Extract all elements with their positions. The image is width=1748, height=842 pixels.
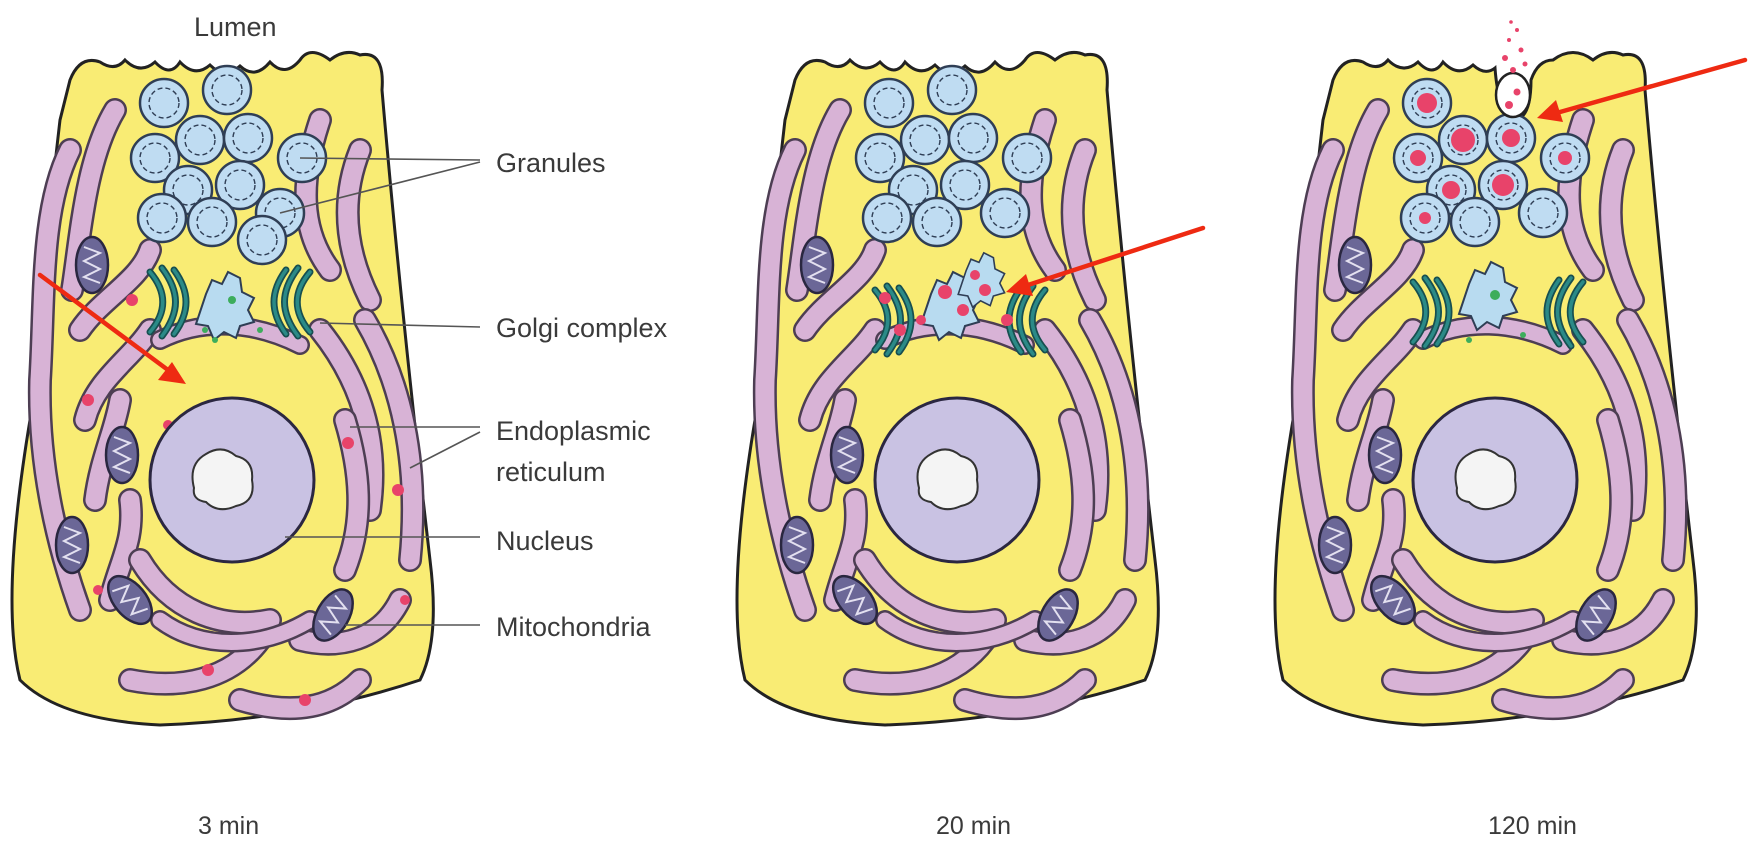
time-label-3: 120 min bbox=[1488, 812, 1577, 840]
panel-3min bbox=[12, 52, 433, 725]
mito-1a bbox=[76, 237, 108, 293]
time-label-2: 20 min bbox=[936, 812, 1011, 840]
golgi-label: Golgi complex bbox=[496, 313, 668, 343]
mito-1b bbox=[106, 427, 138, 483]
mitochondria-label: Mitochondria bbox=[496, 612, 652, 642]
nucleolus-1 bbox=[193, 449, 253, 509]
er-label-line2: reticulum bbox=[496, 457, 606, 487]
er-label-line1: Endoplasmic bbox=[496, 416, 651, 446]
panel-20min bbox=[737, 52, 1158, 725]
mito-1c bbox=[56, 517, 88, 573]
nucleus-label: Nucleus bbox=[496, 526, 594, 556]
panel-120min bbox=[1275, 20, 1696, 725]
lumen-label: Lumen bbox=[194, 12, 277, 42]
granules-label: Granules bbox=[496, 148, 606, 178]
exocytosis-vesicle bbox=[1496, 73, 1530, 117]
time-label-1: 3 min bbox=[198, 812, 259, 840]
